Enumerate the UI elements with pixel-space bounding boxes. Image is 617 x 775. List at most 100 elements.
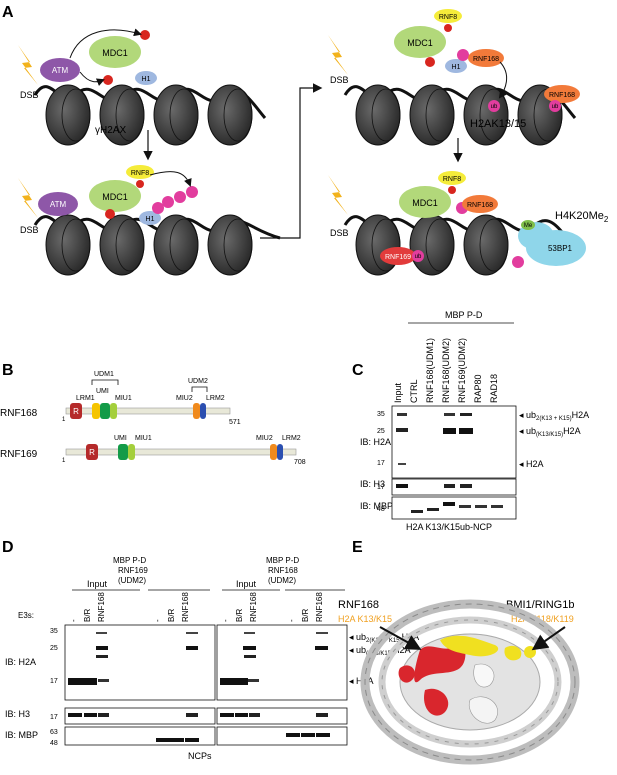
mdc1-label: MDC1 [412, 198, 438, 208]
ib-mbp-label: IB: MBP [360, 501, 393, 511]
blot-d-mbp-right [216, 726, 348, 746]
nucleosome [463, 214, 509, 276]
lrm2-label: LRM2 [282, 435, 301, 442]
rnf8-protein [126, 165, 154, 179]
rnf8-label: RNF8 [439, 14, 457, 21]
lane-label: RNF168 [249, 592, 258, 622]
ubiquitin-icon [488, 100, 500, 112]
footer-d: NCPs [188, 751, 212, 761]
ib-mbp-label: IB: MBP [5, 730, 38, 740]
lrm1-label: LRM1 [76, 395, 95, 402]
ub-label: ub [552, 104, 559, 110]
lane-label: RNF168 [97, 592, 106, 622]
mw-label: 25 [50, 645, 58, 652]
ubiquitin-icon [549, 100, 561, 112]
nucleosome [153, 214, 199, 276]
phospho-icon [105, 209, 115, 219]
miu2-domain [270, 444, 277, 460]
ring-label: R [73, 407, 79, 416]
rnf168-label: RNF168 [467, 202, 493, 209]
mdc1-label: MDC1 [102, 48, 128, 58]
dsb-label: DSB [20, 90, 39, 100]
lightning-icon [328, 35, 348, 75]
umi-label: UMI [96, 388, 109, 395]
e-left-title: RNF168 [338, 599, 379, 611]
ring-label: R [89, 448, 95, 457]
nucleosome [153, 84, 199, 146]
rnf168-backbone [65, 407, 231, 415]
nucleosome [45, 84, 91, 146]
miu1-domain [110, 403, 117, 419]
lane-label: RAD18 [489, 374, 499, 403]
ubiquitin-icon [174, 191, 186, 203]
e3s-label: E3s: [18, 611, 34, 620]
nucleosome [463, 84, 509, 146]
miu1-domain [128, 444, 135, 460]
rnf169-backbone [65, 448, 297, 456]
rnf168-label: RNF168 [549, 92, 575, 99]
miu2-domain [193, 403, 200, 419]
band-ub1-label: ◂ ub(K13/K15)H2A [349, 645, 411, 657]
udm2-label: UDM2 [188, 378, 208, 385]
mw-label: 25 [377, 428, 385, 435]
band-h2a-label: ◂ H2A [519, 459, 544, 469]
start-label: 1 [62, 458, 66, 464]
mdc1-protein [89, 36, 141, 68]
ub-label: ub [415, 254, 422, 260]
53bp1-label: 53BP1 [548, 244, 573, 253]
input-header: Input [87, 579, 108, 589]
lightning-icon [18, 45, 38, 85]
ring-domain [70, 403, 82, 419]
end169-label: 708 [294, 459, 306, 466]
phospho-icon [136, 180, 144, 188]
rnf168-row-label: RNF168 [0, 408, 38, 419]
dsb-label: DSB [20, 225, 39, 235]
mdc1-protein [399, 186, 451, 218]
lightning-icon [328, 175, 348, 215]
rnf169-row-label: RNF169 [0, 449, 38, 460]
nucleosome [99, 84, 145, 146]
mw-label: 35 [50, 628, 58, 635]
ubiquitin-icon [152, 202, 164, 214]
methyl-icon [521, 220, 535, 230]
lane-label: B/R [301, 608, 310, 622]
chromatin-a2 [33, 214, 281, 276]
rnf169-protein [380, 247, 416, 265]
mw-label: 48 [50, 740, 58, 747]
atm-protein [38, 192, 78, 216]
h1-protein [135, 71, 157, 85]
e-left-arrow [379, 626, 422, 650]
blot-bands-c [396, 413, 503, 513]
nucleosome [355, 84, 401, 146]
mw-label: 17 [50, 714, 58, 721]
ub-label: ub [491, 104, 498, 110]
miu2-label: MIU2 [176, 395, 193, 402]
h1-label: H1 [146, 216, 155, 223]
ib-h3-label: IB: H3 [360, 479, 385, 489]
lrm2-label: LRM2 [206, 395, 225, 402]
lane-label: - [287, 619, 296, 622]
e-right-sub: H2A K118/K119 [511, 614, 574, 624]
band-ub1-label: ◂ ub(K13/K15)H2A [519, 426, 581, 438]
nucleosome [99, 214, 145, 276]
nucleosome [409, 84, 455, 146]
blot-d-h2a-right [216, 624, 348, 701]
mw-label: 17 [377, 460, 385, 467]
mdc1-protein [89, 180, 141, 212]
ubiquitin-icon [162, 196, 174, 208]
blot-d-h3-right [216, 707, 348, 725]
dsb-label: DSB [330, 228, 349, 238]
lightning-icon [18, 178, 38, 218]
h1-label: H1 [452, 64, 461, 71]
lane-label: - [153, 619, 162, 622]
blot-c-h2a [391, 405, 517, 479]
atm-protein [40, 58, 80, 82]
panel-label-a: A [2, 4, 14, 21]
mdc1-protein [394, 26, 446, 58]
miu1-label: MIU1 [135, 435, 152, 442]
nucleosome [355, 214, 401, 276]
lrm1-domain [92, 403, 100, 419]
atm-label: ATM [50, 200, 67, 209]
mw-label: 17 [377, 484, 385, 491]
